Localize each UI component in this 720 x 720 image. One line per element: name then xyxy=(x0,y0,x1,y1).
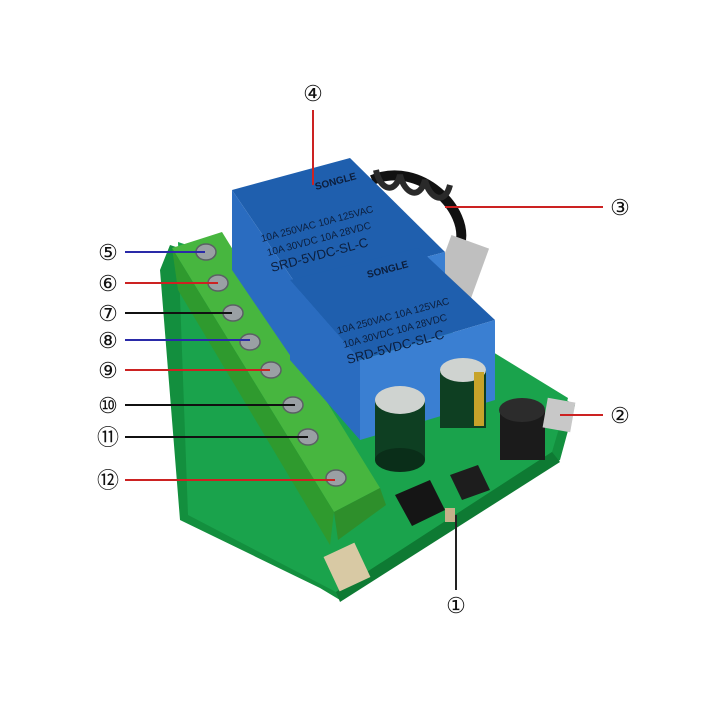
callout-label-4: ④ xyxy=(303,82,323,107)
callout-label-10: ⑩ xyxy=(98,394,118,419)
callout-label-12: ⑫ xyxy=(97,469,119,494)
callout-lines xyxy=(125,110,603,590)
callout-label-1: ① xyxy=(446,594,466,619)
callout-labels: ① ② ③ ④ ⑤ ⑥ ⑦⑧ ⑨ ⑩ ⑪ ⑫ xyxy=(97,82,630,619)
callout-label-8: ⑧ xyxy=(98,329,118,354)
callout-label-11: ⑪ xyxy=(97,426,119,451)
callout-label-6: ⑥ xyxy=(98,272,118,297)
callout-label-9: ⑨ xyxy=(98,359,118,384)
capacitor-large xyxy=(375,386,425,472)
ic-chips xyxy=(323,465,490,592)
terminal-block xyxy=(172,232,386,545)
capacitor-small xyxy=(440,358,486,428)
terminal-screw-8 xyxy=(325,469,347,487)
inductor xyxy=(499,397,576,460)
terminal-screw-4 xyxy=(239,333,261,351)
callout-label-7: ⑦ xyxy=(98,302,118,327)
callout-label-3: ③ xyxy=(610,196,630,221)
callout-label-5: ⑤ xyxy=(98,241,118,266)
callout-label-2: ② xyxy=(610,404,630,429)
